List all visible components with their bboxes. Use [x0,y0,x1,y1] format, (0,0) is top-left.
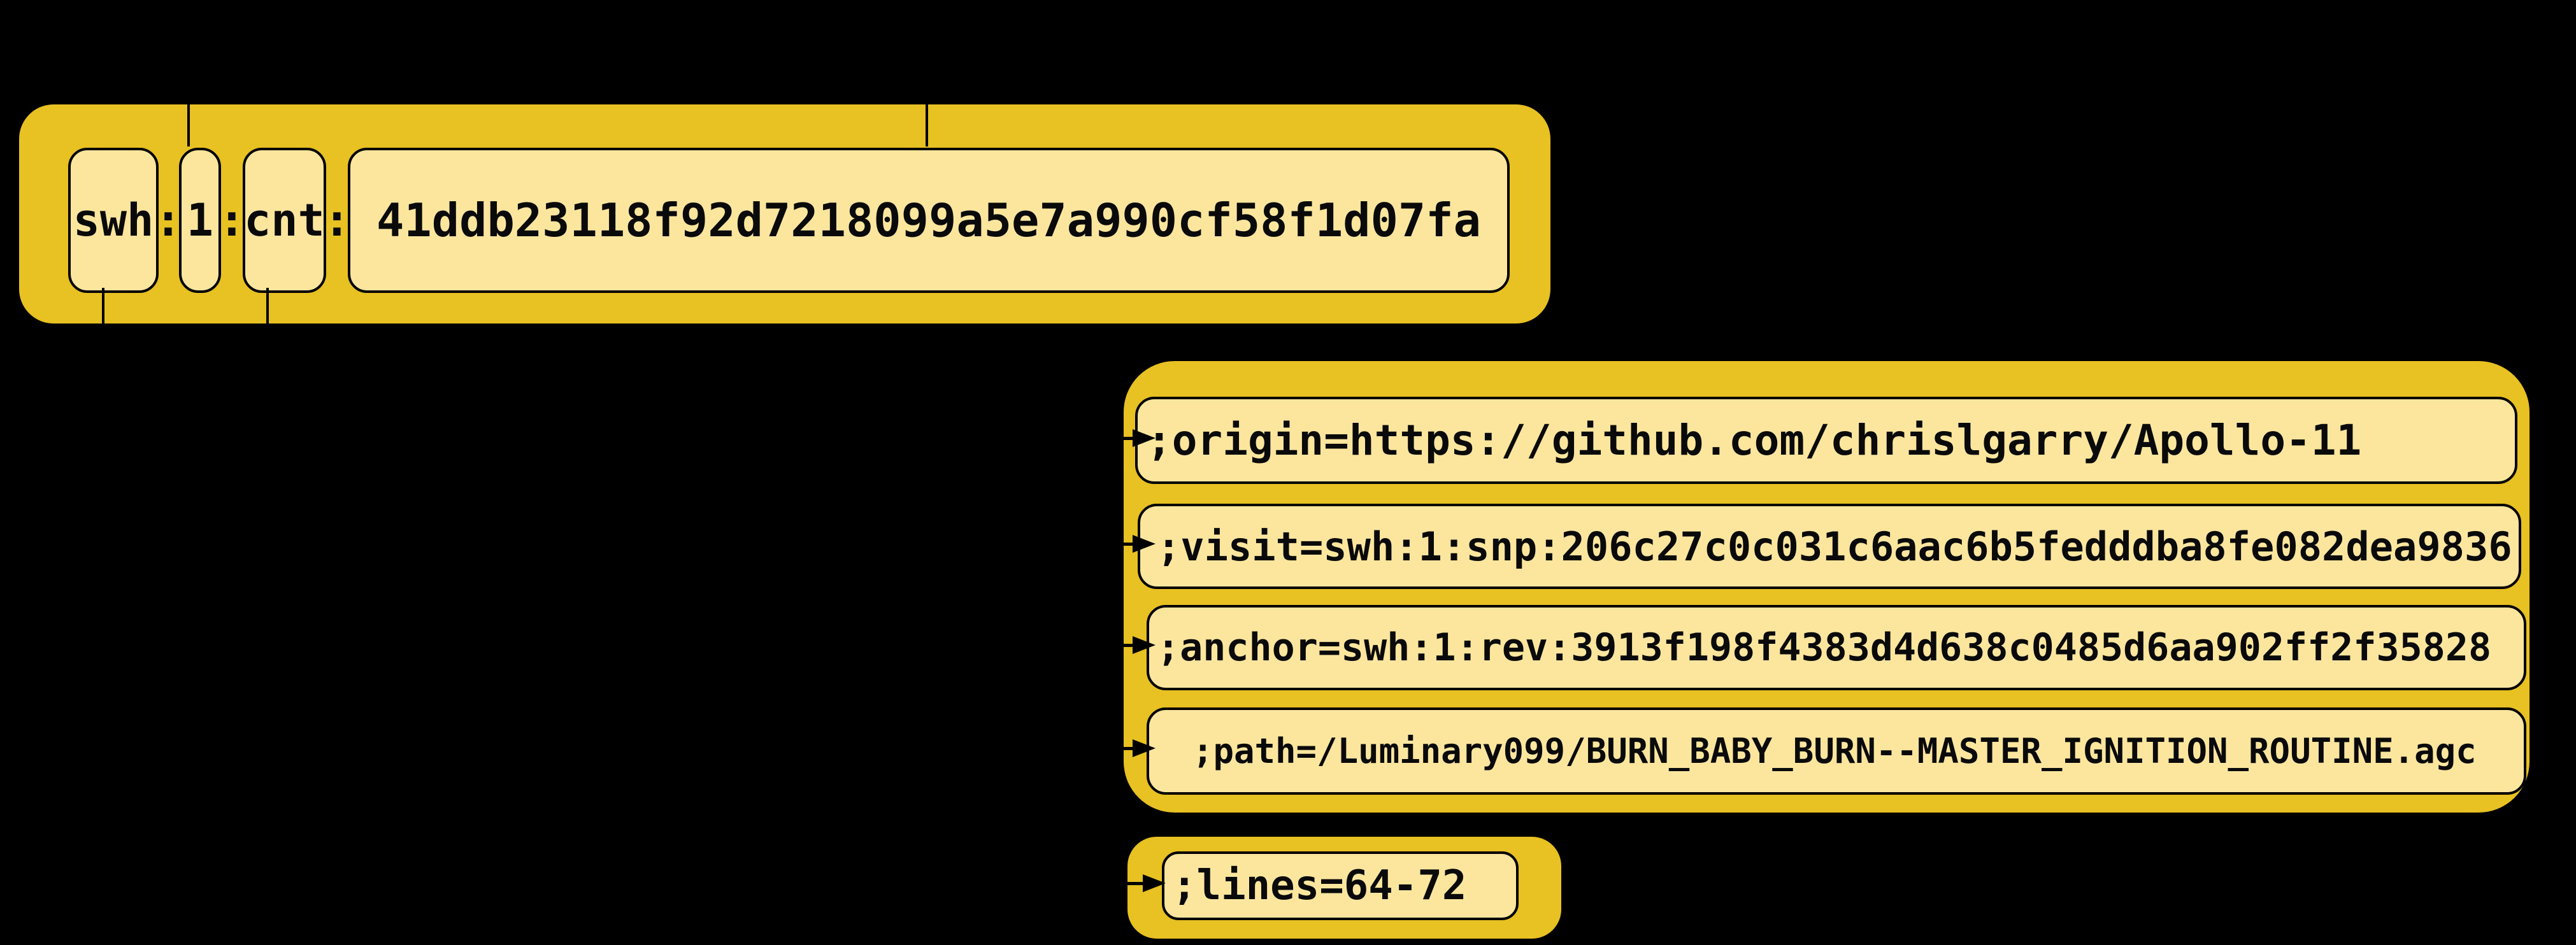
object-id-token: 41ddb23118f92d7218099a5e7a990cf58f1d07fa [348,148,1510,293]
anchor-qualifier-label: ;anchor=swh:1:rev:3913f198f4383d4d638c04… [1157,625,2492,670]
edge-line-scheme [102,288,104,397]
qualifier-row-origin: ;origin=https://github.com/chrislgarry/A… [1135,397,2517,484]
qualifier-row-visit: ;visit=swh:1:snp:206c27c0c031c6aac6b5fed… [1138,504,2521,589]
scheme-label: swh [73,194,154,246]
visit-qualifier-label: ;visit=swh:1:snp:206c27c0c031c6aac6b5fed… [1157,523,2512,570]
object-type-label: cnt [244,194,325,246]
qualifiers-box: ;origin=https://github.com/chrislgarry/A… [1121,359,2532,815]
path-qualifier-label: ;path=/Luminary099/BURN_BABY_BURN--MASTE… [1192,731,2477,771]
arrowhead-icon [1133,636,1156,654]
colon-separator: : [218,194,246,246]
qualifier-row-lines: ;lines=64-72 [1162,851,1519,920]
arrow-icon [1050,429,1156,447]
arrowhead-icon [1133,429,1156,447]
object-id-label: 41ddb23118f92d7218099a5e7a990cf58f1d07fa [376,194,1481,247]
arrow-shaft [1050,644,1136,647]
arrow-icon [1050,636,1156,654]
edge-line-object-id [926,0,928,146]
arrowhead-icon [1133,535,1156,553]
arrowhead-icon [1133,739,1156,757]
arrow-shaft [1069,882,1147,885]
edge-line-object-type [266,288,269,397]
lines-qualifier-label: ;lines=64-72 [1172,862,1467,909]
colon-separator: : [323,194,351,246]
scheme-token: swh [68,148,159,293]
qualifier-row-anchor: ;anchor=swh:1:rev:3913f198f4383d4d638c04… [1147,605,2526,690]
origin-qualifier-label: ;origin=https://github.com/chrislgarry/A… [1147,416,2362,465]
arrow-icon [1050,535,1156,553]
version-token: 1 [179,148,221,293]
qualifier-row-path: ;path=/Luminary099/BURN_BABY_BURN--MASTE… [1147,707,2526,795]
arrow-icon [1069,874,1166,892]
swhid-core-box: swh : 1 : cnt : 41ddb23118f92d7218099a5e… [17,102,1553,326]
colon-separator: : [154,194,182,246]
edge-line-version [187,0,190,146]
arrow-shaft [1050,437,1136,440]
arrow-shaft [1050,543,1136,546]
version-label: 1 [186,194,214,246]
arrow-shaft [1050,747,1136,750]
lines-qualifier-box: ;lines=64-72 [1125,834,1564,941]
arrowhead-icon [1143,874,1166,892]
object-type-token: cnt [243,148,326,293]
arrow-icon [1050,739,1156,757]
